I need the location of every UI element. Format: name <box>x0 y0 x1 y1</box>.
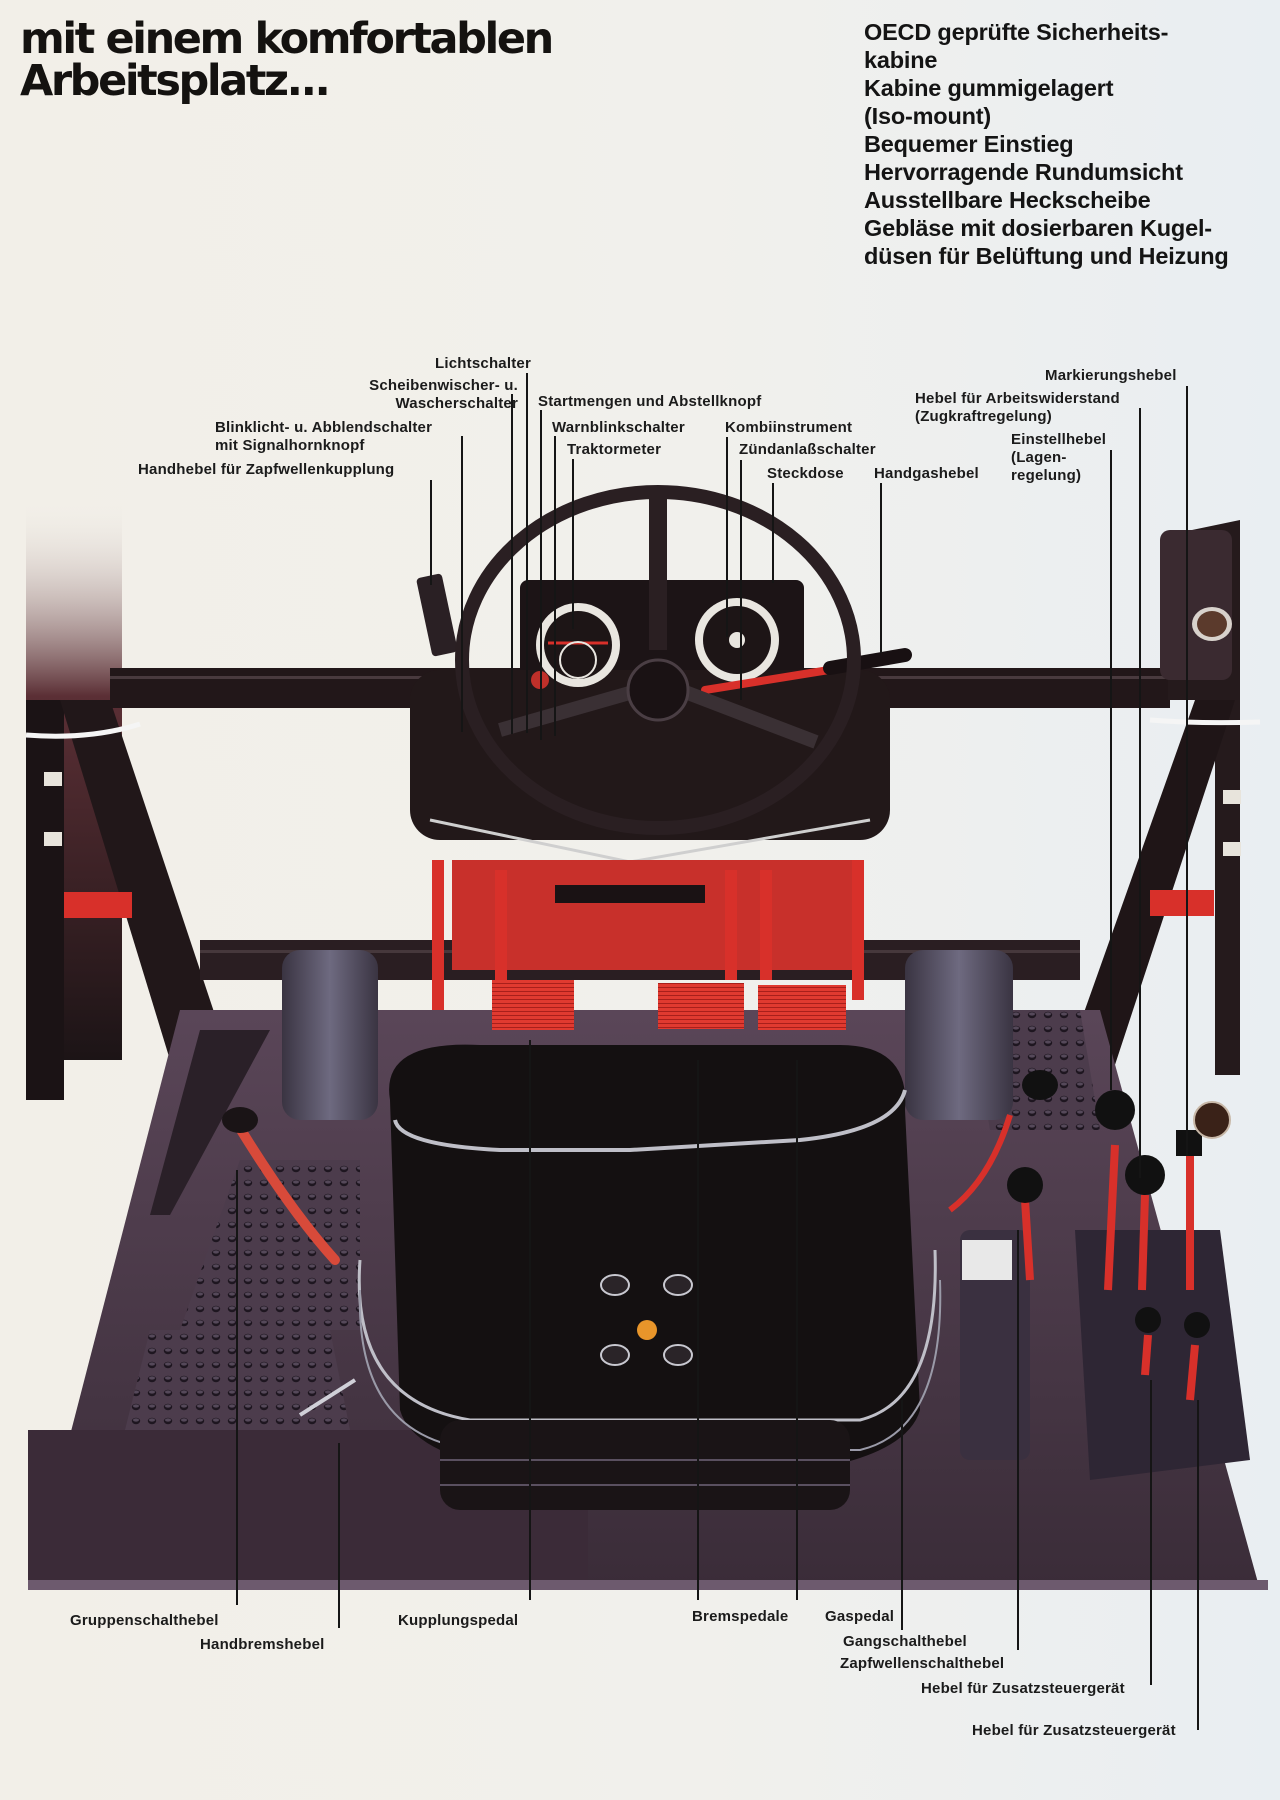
leader-line <box>540 410 542 740</box>
right-armrest <box>905 950 1013 1120</box>
leader-line <box>1197 1400 1199 1730</box>
label-lichtschalter: Lichtschalter <box>435 355 531 372</box>
leader-line <box>901 1400 903 1630</box>
leader-line <box>740 460 742 700</box>
leader-line <box>726 437 728 637</box>
feature-item: Gebläse mit dosierbaren Kugel- <box>864 215 1212 241</box>
label-arbeitswiderstand-line1: Hebel für Arbeitswiderstand <box>915 390 1120 407</box>
right-cab-post <box>1060 520 1261 1080</box>
pedal-box <box>432 860 864 1030</box>
label-zusatzsteuergeraet-2: Hebel für Zusatzsteuergerät <box>972 1722 1176 1739</box>
label-einstellhebel-line3: regelung) <box>1011 467 1082 484</box>
label-zusatzsteuergeraet-1: Hebel für Zusatzsteuergerät <box>921 1680 1125 1697</box>
label-arbeitswiderstand-line2: (Zugkraftregelung) <box>915 408 1052 425</box>
leader-line <box>511 394 513 734</box>
label-traktormeter: Traktormeter <box>567 441 662 458</box>
label-einstellhebel-line1: Einstellhebel <box>1011 431 1107 448</box>
feature-item: kabine <box>864 47 938 73</box>
label-blinklicht-line1: Blinklicht- u. Abblendschalter <box>215 419 433 436</box>
label-bremspedale: Bremspedale <box>692 1608 789 1625</box>
feature-item: düsen für Belüftung und Heizung <box>864 243 1229 269</box>
leader-line <box>236 1170 238 1605</box>
leader-line <box>572 459 574 629</box>
label-scheibenwischer-line2: Wascherschalter <box>395 395 518 412</box>
left-levers <box>222 1107 357 1417</box>
headline: mit einem komfortablen Arbeitsplatz... <box>20 18 554 103</box>
leader-line <box>461 436 463 732</box>
leader-line <box>430 480 432 585</box>
label-einstellhebel-line2: (Lagen- <box>1011 449 1067 466</box>
right-control-quadrant <box>948 1070 1250 1480</box>
label-blinklicht-line2: mit Signalhornknopf <box>215 437 365 454</box>
label-steckdose: Steckdose <box>767 465 844 482</box>
feature-item: (Iso-mount) <box>864 103 992 129</box>
label-gruppenschalthebel: Gruppenschalthebel <box>70 1612 219 1629</box>
label-handbremshebel: Handbremshebel <box>200 1636 325 1653</box>
label-zapfwellenschalthebel: Zapfwellenschalthebel <box>840 1655 1005 1672</box>
label-kupplungspedal: Kupplungspedal <box>398 1612 519 1629</box>
leader-line <box>1186 386 1188 1156</box>
leader-line <box>526 373 528 733</box>
label-warnblinkschalter: Warnblinkschalter <box>552 419 685 436</box>
label-startmengen: Startmengen und Abstellknopf <box>538 393 762 410</box>
leader-line <box>338 1443 340 1628</box>
leader-line <box>1017 1230 1019 1650</box>
leader-line <box>772 483 774 583</box>
feature-item: Bequemer Einstieg <box>864 131 1074 157</box>
leader-line <box>529 1040 531 1600</box>
feature-item: Hervorragende Rundumsicht <box>864 159 1183 185</box>
headline-line-1: mit einem komfortablen <box>20 14 554 64</box>
leader-line <box>1110 450 1112 1090</box>
label-scheibenwischer-line1: Scheibenwischer- u. <box>369 377 518 394</box>
leader-line <box>880 483 882 653</box>
label-handhebel-zapfwelle: Handhebel für Zapfwellenkupplung <box>138 461 395 478</box>
label-kombiinstrument: Kombiinstrument <box>725 419 853 436</box>
leader-line <box>697 1060 699 1600</box>
leader-line <box>554 436 556 736</box>
headline-line-2: Arbeitsplatz... <box>20 56 331 106</box>
feature-item: OECD geprüfte Sicherheits- <box>864 19 1169 45</box>
left-armrest <box>282 950 378 1120</box>
leader-line <box>1150 1380 1152 1685</box>
leader-line <box>796 1060 798 1600</box>
label-markierungshebel: Markierungshebel <box>1045 367 1177 384</box>
driver-seat <box>357 1044 942 1510</box>
label-zuendanlassschalter: Zündanlaßschalter <box>739 441 876 458</box>
label-gaspedal: Gaspedal <box>825 1608 895 1625</box>
label-handgashebel: Handgashebel <box>874 465 979 482</box>
feature-item: Kabine gummigelagert <box>864 75 1114 101</box>
feature-list: OECD geprüfte Sicherheits- kabine Kabine… <box>864 18 1229 270</box>
feature-item: Ausstellbare Heckscheibe <box>864 187 1151 213</box>
leader-line <box>1139 408 1141 1178</box>
label-gangschalthebel: Gangschalthebel <box>843 1633 967 1650</box>
